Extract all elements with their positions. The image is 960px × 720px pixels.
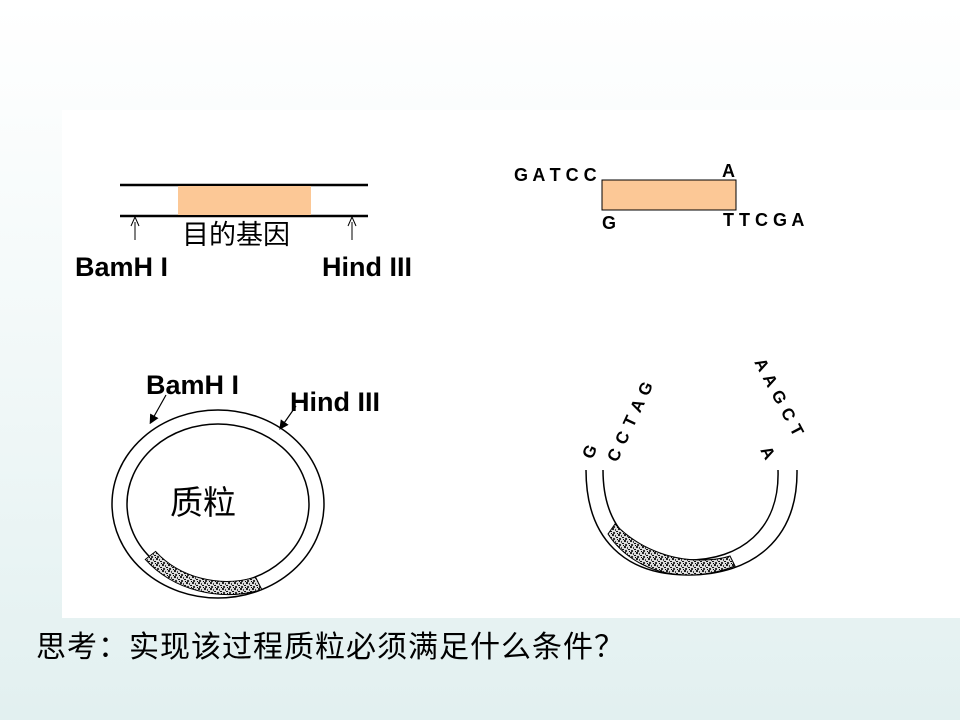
plasmid-ring <box>111 409 325 599</box>
sticky-end-bottom-right: T T C G A <box>723 210 804 230</box>
plasmid-bamh1-label: BamH I <box>146 370 239 400</box>
question-text: 思考：实现该过程质粒必须满足什么条件？ <box>36 630 625 665</box>
open-plasmid <box>585 469 798 576</box>
plasmid-label: 质粒 <box>170 483 236 522</box>
bamh1-cut-arrow <box>130 215 140 240</box>
sticky-end-top-left: G A T C C <box>514 165 597 185</box>
open-right-inner-seq: A <box>756 443 779 463</box>
linear-dna <box>120 183 368 218</box>
bamh1-label: BamH I <box>75 252 168 282</box>
plasmid-gene-segment <box>144 550 263 596</box>
cut-fragment-block <box>601 179 737 211</box>
hind3-cut-arrow <box>347 215 357 240</box>
plasmid-bamh1-arrow <box>149 394 167 425</box>
sticky-end-bottom-left: G <box>602 213 616 233</box>
open-left-inner-seq: G <box>578 442 601 462</box>
plasmid-hind3-label: Hind III <box>290 387 380 417</box>
target-gene-block <box>178 186 311 215</box>
hind3-label: Hind III <box>322 252 412 282</box>
open-right-outer-seq: A A G C T <box>750 355 807 440</box>
plasmid-hind3-arrow <box>279 405 297 430</box>
sticky-end-top-right: A <box>722 161 735 181</box>
open-left-outer-seq: C C T A G <box>603 378 657 465</box>
open-plasmid-gene-segment <box>607 523 736 576</box>
gene-label: 目的基因 <box>182 220 290 251</box>
